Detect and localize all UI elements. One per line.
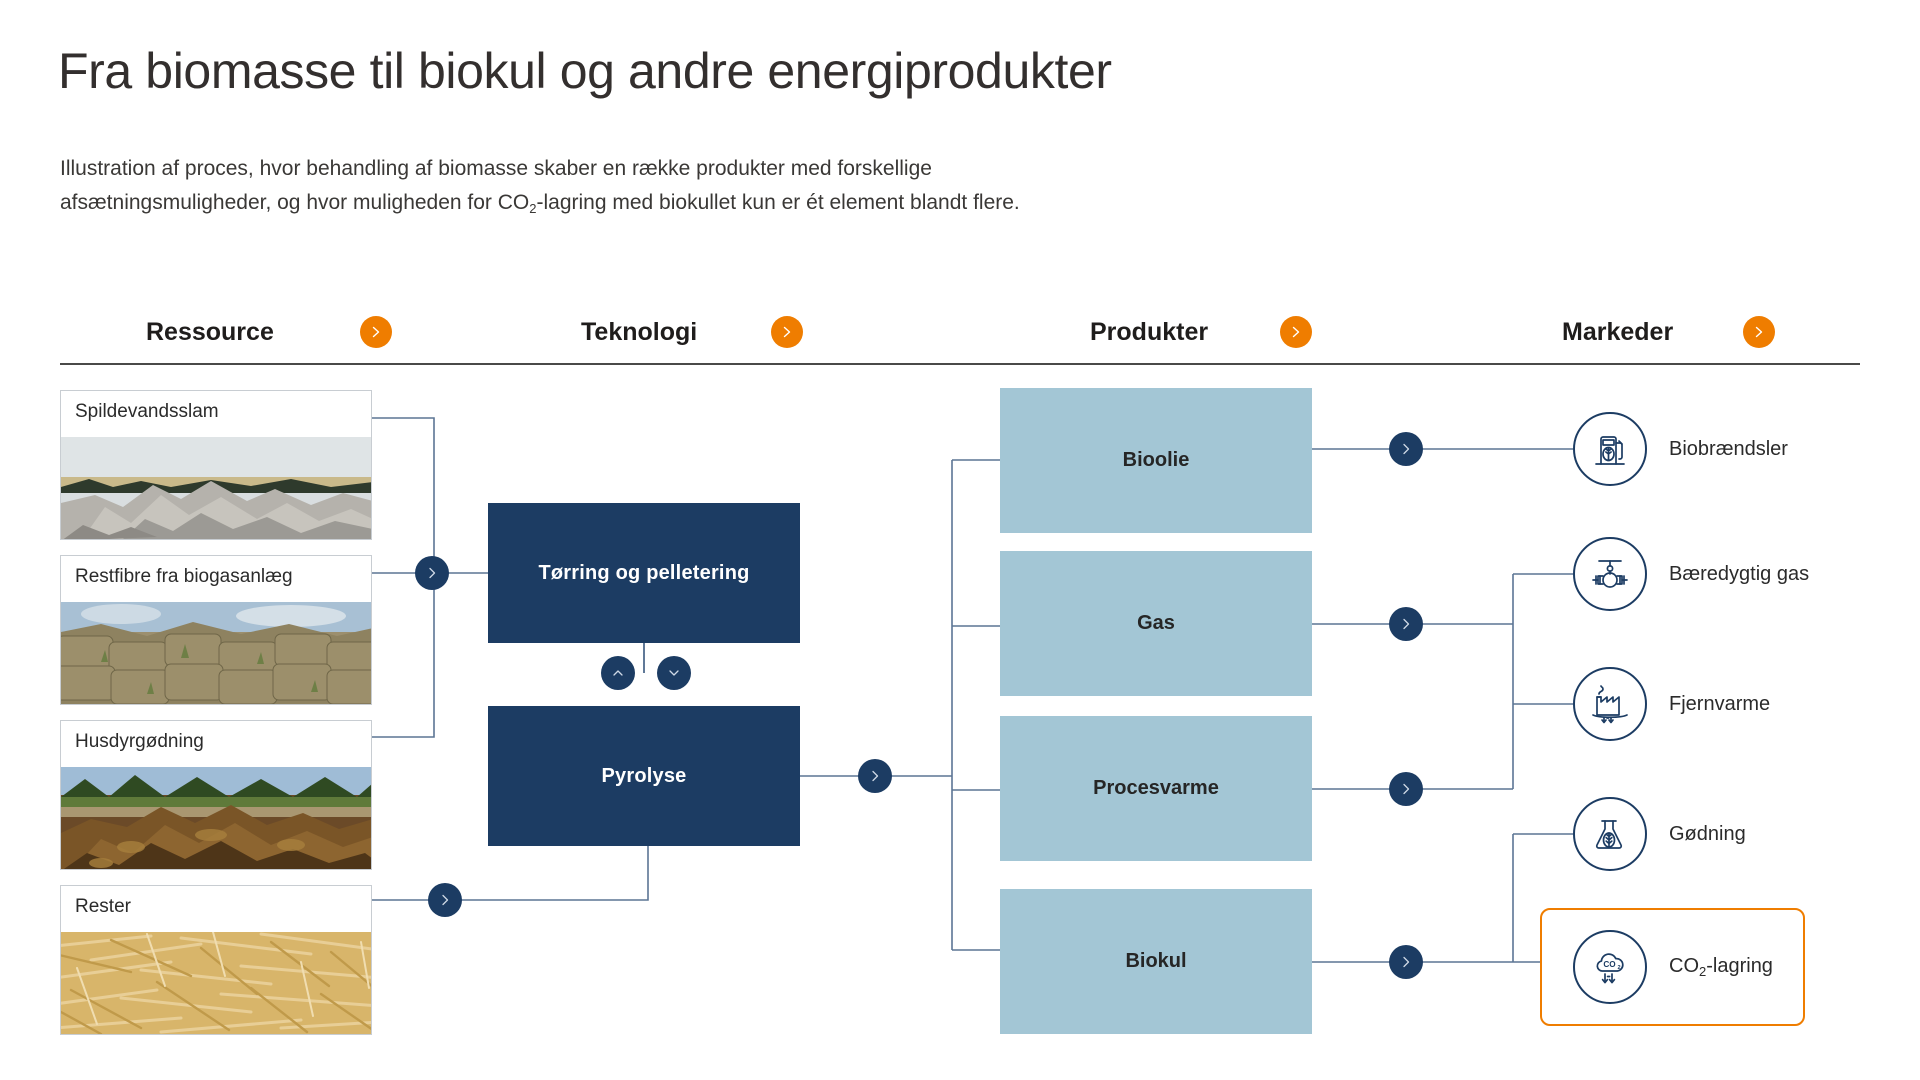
column-header-label: Teknologi (581, 317, 698, 346)
market-row-biobraendsler[interactable]: Biobrændsler (1573, 407, 1788, 491)
market-label-part-a: CO (1669, 955, 1699, 977)
technology-box-pyrolyse[interactable]: Pyrolyse (488, 706, 800, 846)
gas-valve-icon (1573, 537, 1647, 611)
resource-card-label: Spildevandsslam (75, 401, 219, 422)
market-row-baeredygtig-gas[interactable]: Bæredygtig gas (1573, 532, 1809, 616)
flow-chevron-rester-to-pyrolysis[interactable] (428, 883, 462, 917)
product-box-label: Biokul (1125, 950, 1187, 972)
flow-chevron-biokul-to-market[interactable] (1389, 945, 1423, 979)
market-row-co2-lagring[interactable]: CO 2 CO2-lagring (1573, 925, 1773, 1009)
biogas-residual-fibre-photo (61, 602, 371, 704)
resource-card-spildevandsslam[interactable]: Spildevandsslam (60, 390, 372, 540)
market-row-godning[interactable]: Gødning (1573, 792, 1746, 876)
page-title: Fra biomasse til biokul og andre energip… (58, 43, 1112, 99)
technology-box-torring-og-pelletering[interactable]: Tørring og pelletering (488, 503, 800, 643)
product-box-bioolie[interactable]: Bioolie (1000, 388, 1312, 533)
flask-leaf-icon (1573, 797, 1647, 871)
product-box-procesvarme[interactable]: Procesvarme (1000, 716, 1312, 861)
svg-text:CO: CO (1603, 960, 1616, 969)
resource-card-label: Rester (75, 896, 131, 917)
resource-card-label: Restfibre fra biogasanlæg (75, 566, 293, 587)
straw-residue-photo (61, 932, 371, 1034)
subtitle-line-2-part-b: -lagring med biokullet kun er ét element… (536, 191, 1020, 214)
market-row-fjernvarme[interactable]: Fjernvarme (1573, 662, 1770, 746)
chevron-down-icon[interactable] (657, 656, 691, 690)
factory-heat-icon (1573, 667, 1647, 741)
resource-card-rester[interactable]: Rester (60, 885, 372, 1035)
manure-pile-photo (61, 767, 371, 869)
product-box-biokul[interactable]: Biokul (1000, 889, 1312, 1034)
product-box-label: Gas (1137, 612, 1175, 634)
column-header-teknologi: Teknologi (581, 312, 804, 352)
column-header-label: Markeder (1562, 317, 1674, 346)
co2-subscript: 2 (1699, 964, 1707, 979)
flow-chevron-pyrolysis-to-products[interactable] (858, 759, 892, 793)
column-header-produkter: Produkter (1090, 312, 1313, 352)
resource-card-husdyrgodning[interactable]: Husdyrgødning (60, 720, 372, 870)
column-header-label: Produkter (1090, 317, 1209, 346)
product-box-gas[interactable]: Gas (1000, 551, 1312, 696)
chevron-right-icon[interactable] (771, 316, 804, 348)
column-header-label: Ressource (146, 317, 274, 346)
technology-box-label: Pyrolyse (601, 764, 687, 787)
flow-chevron-resources-to-drying[interactable] (415, 556, 449, 590)
co2-storage-cloud-icon: CO 2 (1573, 930, 1647, 1004)
subtitle-co2-subscript: 2 (529, 201, 537, 216)
market-label: Biobrændsler (1669, 437, 1788, 460)
page-subtitle: Illustration af proces, hvor behandling … (60, 152, 1240, 226)
technology-box-label: Tørring og pelletering (538, 561, 750, 584)
market-label: Gødning (1669, 822, 1746, 845)
chevron-right-icon[interactable] (359, 316, 392, 348)
svg-text:2: 2 (1618, 965, 1621, 971)
market-label: Fjernvarme (1669, 692, 1771, 715)
resource-card-restfibre[interactable]: Restfibre fra biogasanlæg (60, 555, 372, 705)
header-divider (60, 363, 1860, 365)
flow-chevron-procesvarme-to-market[interactable] (1389, 772, 1423, 806)
chevron-right-icon[interactable] (1743, 316, 1776, 348)
chevron-up-icon[interactable] (601, 656, 635, 690)
fuel-pump-leaf-icon (1573, 412, 1647, 486)
column-header-ressource: Ressource (146, 312, 392, 352)
column-header-markeder: Markeder (1562, 312, 1776, 352)
flow-chevron-bioolie-to-market[interactable] (1389, 432, 1423, 466)
product-box-label: Bioolie (1122, 449, 1190, 471)
market-label: Bæredygtig gas (1669, 562, 1810, 585)
sewage-sludge-pile-photo (61, 437, 371, 539)
product-box-label: Procesvarme (1093, 777, 1219, 799)
market-label: CO2-lagring (1669, 955, 1773, 979)
subtitle-line-1: Illustration af proces, hvor behandling … (60, 157, 932, 180)
market-label-part-b: -lagring (1706, 955, 1773, 977)
subtitle-line-2-part-a: afsætningsmuligheder, og hvor muligheden… (60, 191, 530, 214)
flow-chevron-gas-to-market[interactable] (1389, 607, 1423, 641)
resource-card-label: Husdyrgødning (75, 731, 204, 752)
chevron-right-icon[interactable] (1280, 316, 1313, 348)
